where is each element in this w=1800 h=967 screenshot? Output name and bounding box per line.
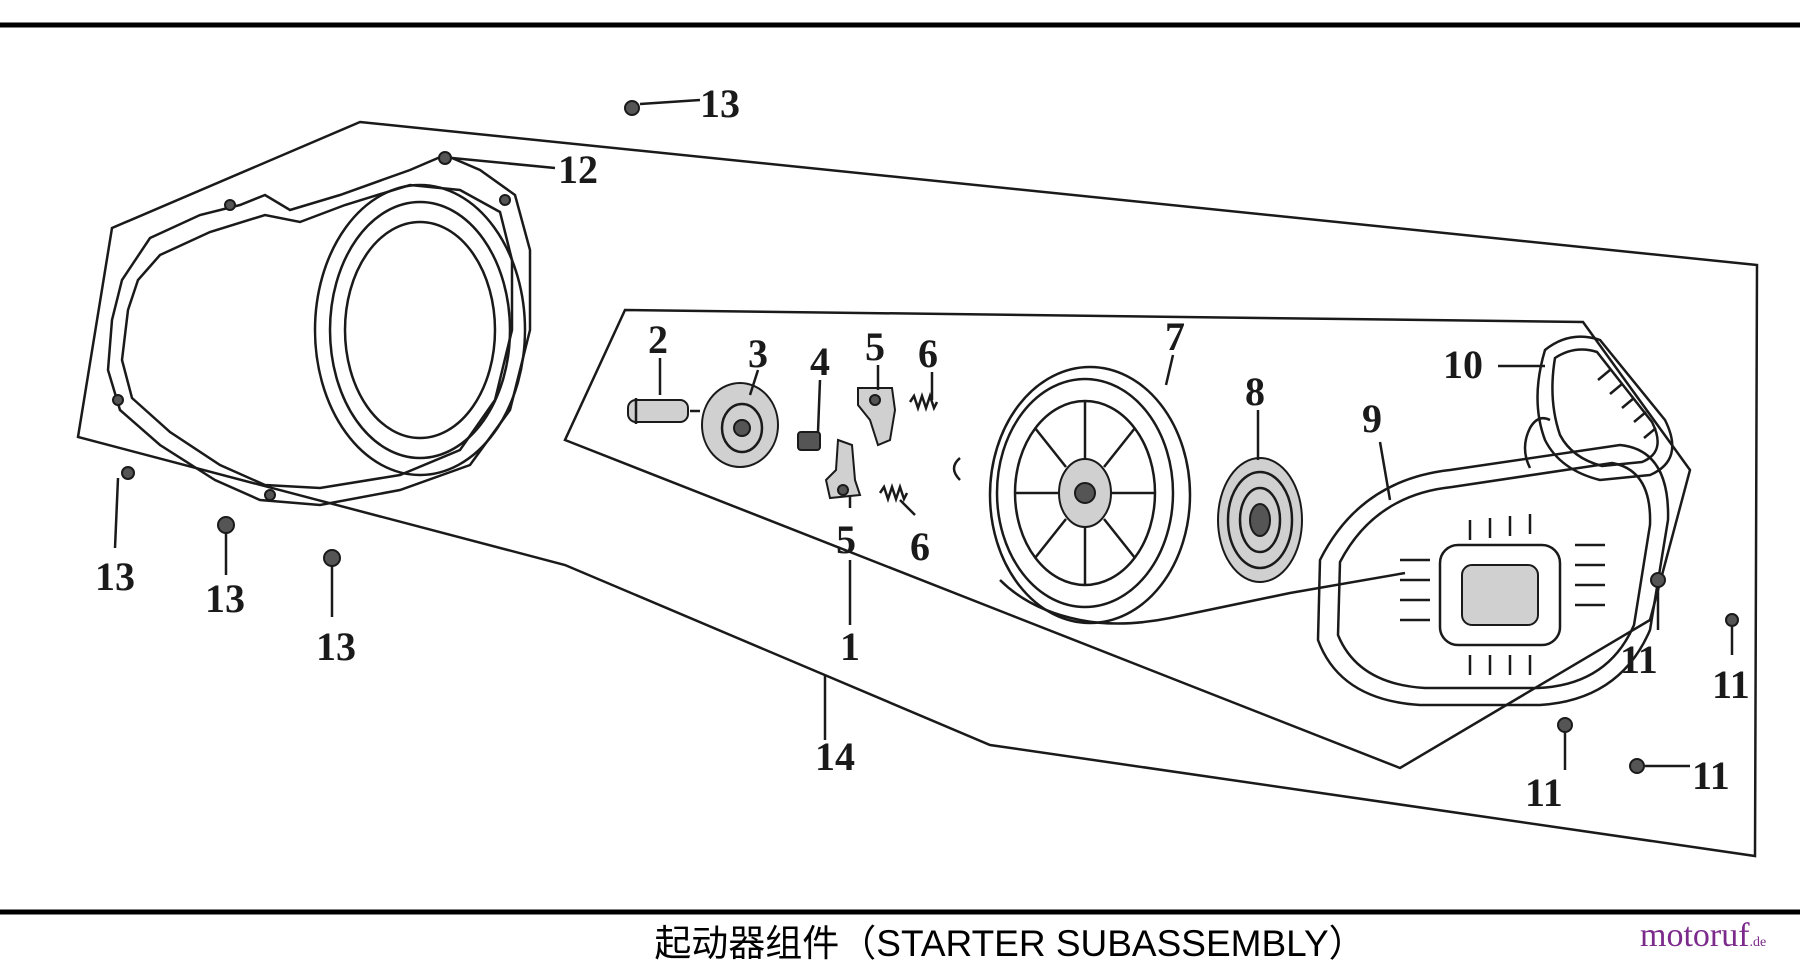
screw-part-11-b	[1725, 613, 1739, 627]
callout-8: 8	[1245, 369, 1265, 414]
pawl-part-lower	[824, 438, 862, 500]
callout-11-b: 11	[1712, 662, 1750, 707]
diagram-caption: 起动器组件（STARTER SUBASSEMBLY）	[654, 923, 1366, 964]
pawl-part-upper	[857, 387, 897, 447]
screw-part-11-c	[1557, 717, 1573, 733]
spring-part-lower	[878, 483, 909, 503]
spring-part-upper	[908, 392, 939, 412]
leader-lines	[113, 98, 1734, 770]
fan-housing-part	[106, 151, 532, 507]
spiral-spring-part	[1217, 457, 1303, 583]
ratchet-part	[701, 382, 779, 468]
screw-part-left-c	[323, 549, 341, 567]
callout-1: 1	[840, 624, 860, 669]
screw-part-11-d	[1629, 758, 1645, 774]
outer-assembly-boundary	[76, 120, 1759, 858]
callout-3: 3	[748, 331, 768, 376]
inner-starter-boundary	[563, 308, 1692, 770]
callout-11-a: 11	[1620, 637, 1658, 682]
callout-9: 9	[1362, 396, 1382, 441]
callout-5-top: 5	[865, 324, 885, 369]
callout-12: 12	[558, 147, 598, 192]
callout-10: 10	[1443, 342, 1483, 387]
callout-6-top: 6	[918, 331, 938, 376]
callout-7: 7	[1165, 314, 1185, 359]
callout-4: 4	[810, 339, 830, 384]
small-nut-part	[797, 431, 821, 451]
pin-part	[627, 398, 700, 424]
callout-6-bottom: 6	[910, 524, 930, 569]
callout-13-a: 13	[95, 554, 135, 599]
logo: motoruf.de	[1640, 917, 1766, 955]
starter-cover-part	[1316, 417, 1670, 707]
handle-part	[1536, 335, 1674, 482]
callout-11-d: 11	[1692, 753, 1730, 798]
callout-13-c: 13	[316, 624, 356, 669]
logo-name: motoruf	[1640, 917, 1750, 954]
callout-2: 2	[648, 317, 668, 362]
screw-part-top	[624, 100, 640, 116]
screw-part-left-a	[121, 466, 135, 480]
reel-pulley-part	[952, 365, 1406, 625]
callout-13-b: 13	[205, 576, 245, 621]
screw-part-left-b	[217, 516, 235, 534]
callout-14: 14	[815, 734, 855, 779]
callout-5-bottom: 5	[836, 517, 856, 562]
callout-13-top: 13	[700, 81, 740, 126]
callout-11-c: 11	[1525, 770, 1563, 815]
screw-part-11-a	[1650, 572, 1666, 588]
logo-tld: .de	[1749, 935, 1767, 950]
